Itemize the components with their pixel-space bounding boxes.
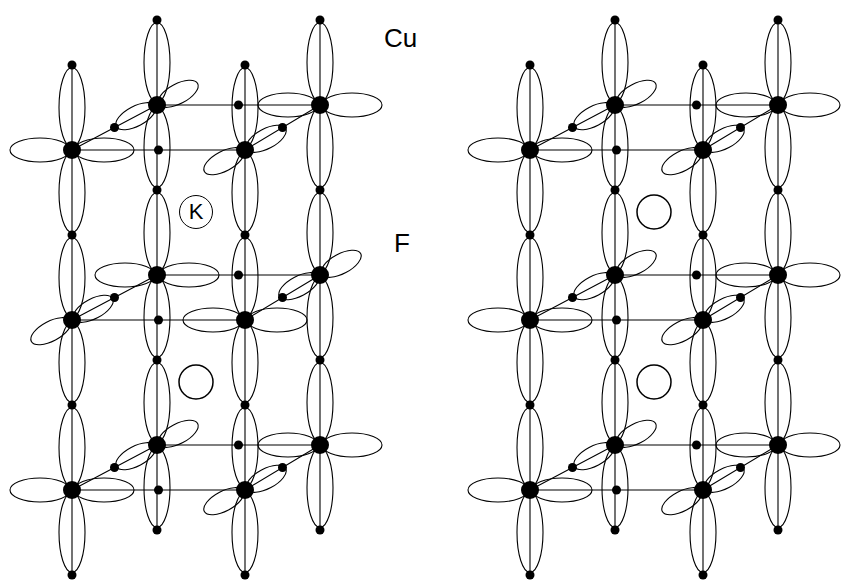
copper-atoms <box>63 96 329 499</box>
potassium-atom <box>637 365 671 399</box>
atom-circle: K <box>179 195 213 229</box>
atom-label: F <box>394 229 410 258</box>
potassium-atom <box>637 195 671 229</box>
orbital-lobes <box>468 75 840 521</box>
potassium-atom <box>179 365 213 399</box>
copper-atoms <box>521 96 787 499</box>
right-structure <box>468 16 840 580</box>
left-structure <box>10 16 382 580</box>
orbital-lobes <box>10 75 382 521</box>
atom-symbol: K <box>189 201 204 223</box>
atom-label: Cu <box>384 24 417 53</box>
lattice-frame <box>59 16 333 580</box>
lattice-frame <box>517 16 791 580</box>
